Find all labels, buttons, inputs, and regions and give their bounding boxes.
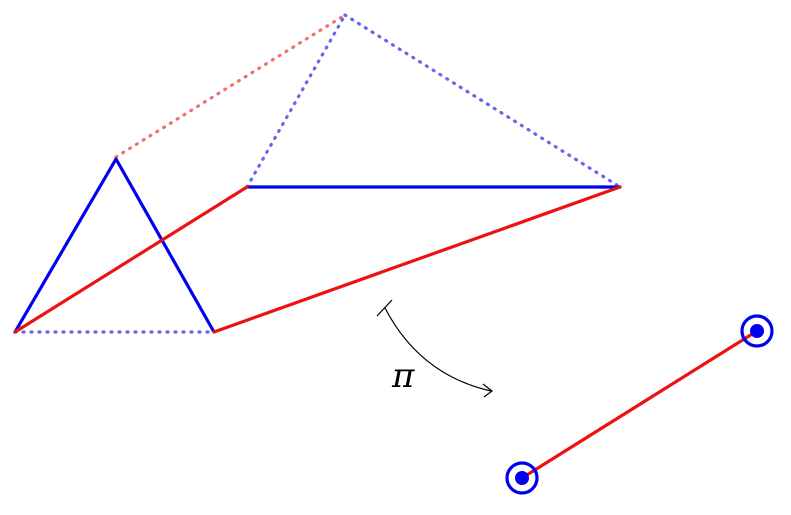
arrow-head [482, 383, 493, 398]
blue-triangle-edges [13, 157, 216, 334]
endpoint-bottom [505, 461, 539, 495]
arrow-curve [384, 307, 492, 392]
red-edge-left [13, 185, 249, 334]
dotted-red-edge-apex-left [114, 13, 347, 159]
image-segment [505, 314, 774, 495]
blue-edges [13, 157, 622, 334]
dotted-blue-edge-apex-right [343, 13, 622, 189]
endpoint-top-dot [750, 324, 764, 338]
arrow-tail-bar [376, 299, 393, 317]
endpoint-bottom-ring [505, 461, 539, 495]
dotted-blue-edge-apex-mid [245, 13, 347, 189]
endpoint-top-ring [740, 314, 774, 348]
dotted-edges [13, 13, 622, 334]
map-arrow: π [376, 299, 493, 398]
endpoint-bottom-dot [515, 471, 529, 485]
red-edges [13, 185, 622, 334]
endpoint-top [740, 314, 774, 348]
red-edge-right [212, 185, 622, 334]
map-label-pi: π [391, 356, 415, 396]
red-image-edge [520, 329, 759, 480]
